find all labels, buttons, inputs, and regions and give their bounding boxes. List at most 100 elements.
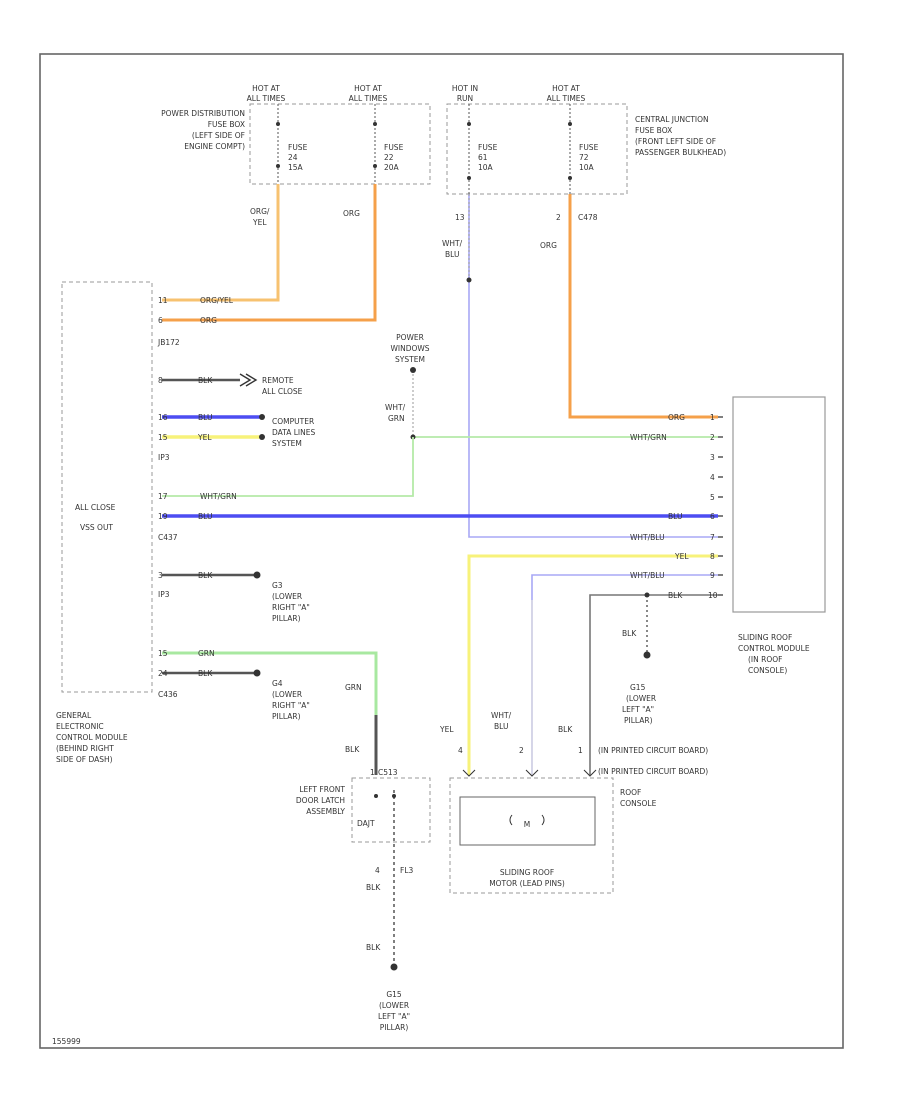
pdfb-hot-b-2: ALL TIMES [349, 94, 388, 103]
motor-bracket-icon [509, 814, 545, 826]
wire-grn-door [162, 651, 378, 715]
pdfb-hot-a-1: HOT AT [252, 84, 280, 93]
srcm-ground-2: (LOWER [626, 694, 656, 703]
srcm-wire-10: BLK [668, 591, 683, 600]
gem-pin-24: 24 [158, 669, 168, 678]
g3-label-4: PILLAR) [272, 614, 301, 623]
left-front-door-latch: LEFT FRONT DOOR LATCH ASSEMBLY 1 C513 DA… [296, 768, 431, 1032]
srcm-label-1: SLIDING ROOF [738, 633, 792, 642]
door-wire-blk: BLK [366, 883, 381, 892]
label-pws-3: SYSTEM [395, 355, 425, 364]
pdfb-label-1: POWER DISTRIBUTION [161, 109, 245, 118]
cjfb-fuse-a-3: 10A [478, 163, 494, 172]
cjfb-label-4: PASSENGER BULKHEAD) [635, 148, 726, 157]
srcm-pin-6: 6 [710, 512, 715, 521]
sliding-roof-control-module: SLIDING ROOF CONTROL MODULE (IN ROOF CON… [622, 396, 826, 725]
srcm-pin-4: 4 [710, 473, 715, 482]
srcm-pin-5: 5 [710, 493, 715, 502]
g3-label-1: G3 [272, 581, 283, 590]
gem-pin-8: 8 [158, 376, 163, 385]
gem-conn-c437: C437 [158, 533, 178, 542]
door-conn-mid: FL3 [400, 866, 413, 875]
gem-wire-blu-2: BLU [198, 512, 212, 521]
wire-org-yel [162, 184, 280, 302]
door-pin-4: 4 [375, 866, 380, 875]
label-org-yel-2: YEL [252, 218, 267, 227]
label-grn: GRN [345, 683, 362, 692]
srcm-wire-1: ORG [668, 413, 685, 422]
label-blk-ground: BLK [622, 629, 637, 638]
srcm-pin-9: 9 [710, 571, 715, 580]
label-wht-grn-2: GRN [388, 414, 405, 423]
gem-inside-2: VSS OUT [80, 523, 113, 532]
door-ground-2: (LOWER [379, 1001, 409, 1010]
door-wire-blk2: BLK [366, 943, 381, 952]
wire-yel-roof [467, 554, 718, 775]
power-distribution-fuse-box: POWER DISTRIBUTION FUSE BOX (LEFT SIDE O… [161, 84, 431, 185]
diagram-frame [39, 53, 844, 1049]
gem-wire-yel: YEL [197, 433, 212, 442]
cjfb-label-1: CENTRAL JUNCTION [635, 115, 709, 124]
srcm-pin-2: 2 [710, 433, 715, 442]
label-org: ORG [343, 209, 360, 218]
srcm-wire-9: WHT/BLU [630, 571, 665, 580]
srcm-ground-4: PILLAR) [624, 716, 653, 725]
cjfb-hot-a-2: RUN [457, 94, 473, 103]
g4-label-3: RIGHT "A" [272, 701, 310, 710]
srcm-wire-8: YEL [674, 552, 689, 561]
computer-label-2: DATA LINES [272, 428, 315, 437]
door-label-1: LEFT FRONT [299, 785, 345, 794]
roof-conn-b: (IN PRINTED CIRCUIT BOARD) [598, 767, 708, 776]
srcm-ground-3: LEFT "A" [622, 705, 654, 714]
roof-wire-wb-1: WHT/ [491, 711, 512, 720]
srcm-label-3: (IN ROOF [748, 655, 782, 664]
cjfb-hot-b-1: HOT AT [552, 84, 580, 93]
pdfb-label-3: (LEFT SIDE OF [192, 131, 245, 140]
g3-label-2: (LOWER [272, 592, 302, 601]
pdfb-hot-b-1: HOT AT [354, 84, 382, 93]
pdfb-fuse-b-1: FUSE [384, 143, 404, 152]
gem-pin-19: 19 [158, 512, 168, 521]
pdfb-label-2: FUSE BOX [208, 120, 245, 129]
wire-labels: ORG/ YEL ORG WHT/ BLU 13 2 C478 ORG POWE… [250, 207, 637, 754]
label-pws-2: WINDOWS [390, 344, 429, 353]
wire-wht-blu-roof [531, 574, 718, 775]
gem-pin-15b: 15 [158, 649, 168, 658]
door-pin-1: 1 [370, 768, 375, 777]
roof-conn-a: (IN PRINTED CIRCUIT BOARD) [598, 746, 708, 755]
door-ground-4: PILLAR) [380, 1023, 409, 1032]
cjfb-fuse-b-3: 10A [579, 163, 595, 172]
door-ground-3: LEFT "A" [378, 1012, 410, 1021]
srcm-pin-3: 3 [710, 453, 715, 462]
wire-org-gem [162, 184, 377, 322]
gem-conn-ip3-b: IP3 [158, 590, 170, 599]
roof-wire-wb-2: BLU [494, 722, 508, 731]
motor-label-2: MOTOR (LEAD PINS) [489, 879, 565, 888]
gem-pin-15: 15 [158, 433, 168, 442]
srcm-label-2: CONTROL MODULE [738, 644, 810, 653]
roof-wire-blk: BLK [558, 725, 573, 734]
label-pin-2: 2 [556, 213, 561, 222]
motor-label-1: SLIDING ROOF [500, 868, 554, 877]
roof-pin-1: 1 [578, 746, 583, 755]
srcm-pin-1: 1 [710, 413, 715, 422]
cjfb-fuse-a-1: FUSE [478, 143, 498, 152]
cjfb-label-2: FUSE BOX [635, 126, 672, 135]
wire-wht-grn-gem [162, 437, 414, 497]
srcm-ground-1: G15 [630, 683, 646, 692]
pdfb-fuse-a-1: FUSE [288, 143, 308, 152]
cjfb-fuse-b-1: FUSE [579, 143, 599, 152]
label-org2: ORG [540, 241, 557, 250]
pdfb-fuse-a-2: 24 [288, 153, 298, 162]
pdfb-label-4: ENGINE COMPT) [184, 142, 245, 151]
pdfb-fuse-b-3: 20A [384, 163, 400, 172]
gem-pin-3: 3 [158, 571, 163, 580]
gem-wire-whtgrn: WHT/GRN [200, 492, 237, 501]
label-wht-grn-1: WHT/ [385, 403, 406, 412]
cjfb-hot-b-2: ALL TIMES [547, 94, 586, 103]
sliding-roof-motor: M SLIDING ROOF MOTOR (LEAD PINS) ROOF CO… [439, 711, 708, 894]
motor-symbol: M [524, 820, 530, 829]
label-wht-blu-2: BLU [445, 250, 459, 259]
label-blk: BLK [345, 745, 360, 754]
